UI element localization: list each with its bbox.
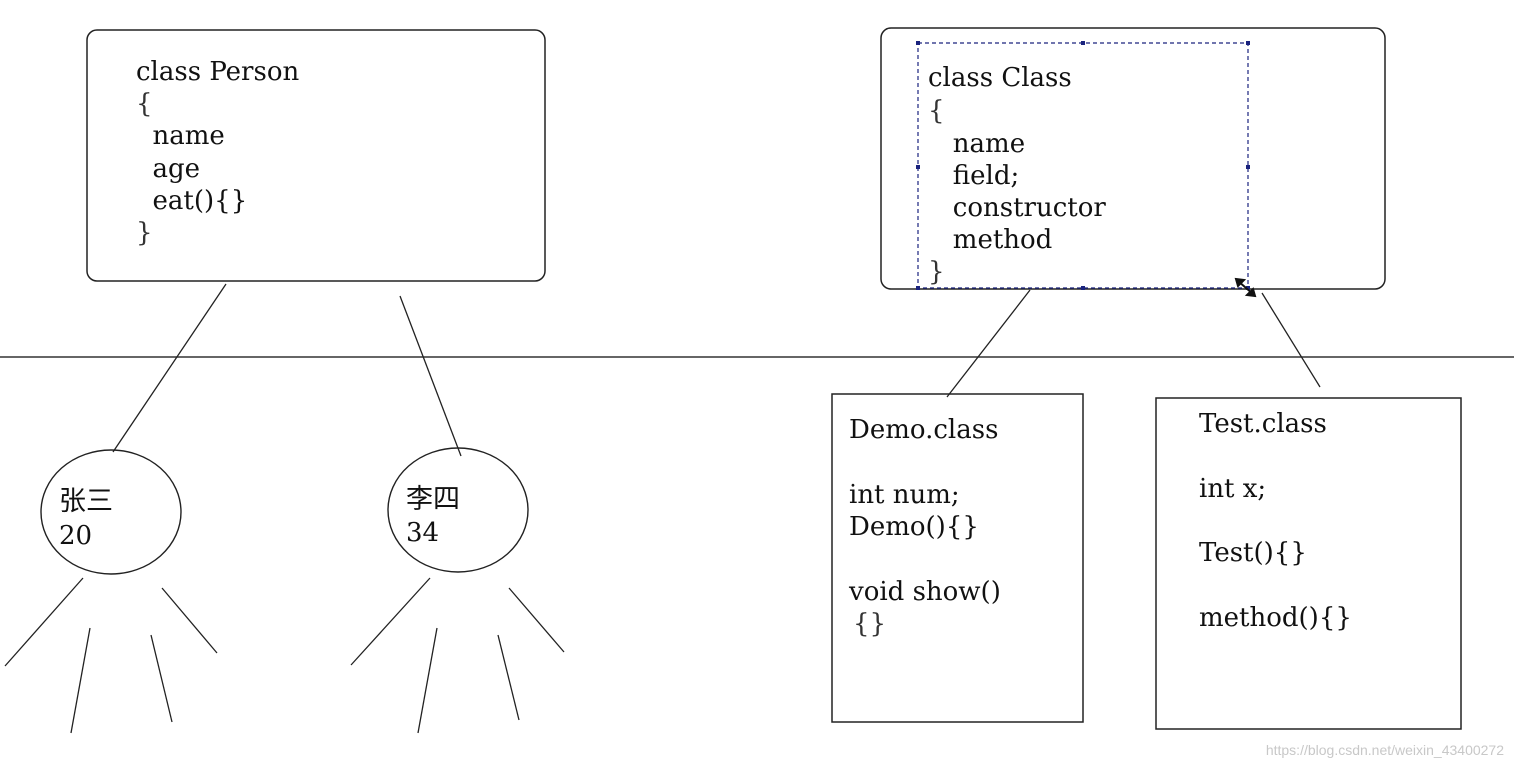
watermark-text: https://blog.csdn.net/weixin_43400272: [1265, 742, 1504, 758]
demo-field-num: int num;: [849, 480, 960, 510]
object-lisi-name: 李四: [406, 484, 460, 515]
selection-handles[interactable]: [916, 41, 1250, 290]
test-constructor: Test(){}: [1199, 538, 1307, 568]
demo-class-title: Demo.class: [849, 415, 999, 445]
connector-class-test: [1261, 292, 1321, 388]
object-zhangsan-ellipse: [40, 449, 182, 575]
class-open-brace: {: [928, 96, 945, 126]
class-member-name: name: [928, 129, 1026, 159]
zhangsan-branch-lines: [4, 577, 218, 734]
object-lisi-ellipse: [387, 447, 529, 573]
class-class-title: class Class: [928, 63, 1072, 93]
object-zhangsan-age: 20: [59, 521, 93, 551]
resize-cursor-icon: [1234, 277, 1257, 298]
object-zhangsan-name: 张三: [59, 486, 113, 517]
connector-person-zhangsan: [112, 283, 227, 453]
demo-method-show: void show(): [849, 577, 1001, 607]
person-field-age: age: [136, 154, 201, 184]
connector-class-demo: [946, 289, 1031, 398]
test-class-box: [1155, 397, 1462, 730]
test-method: method(){}: [1199, 603, 1352, 633]
demo-class-box: [831, 393, 1084, 723]
person-field-name: name: [136, 121, 225, 151]
demo-method-body: {}: [853, 609, 887, 639]
connector-person-lisi: [399, 295, 462, 457]
person-class-title: class Person: [136, 57, 300, 87]
object-lisi-age: 34: [406, 518, 440, 548]
person-open-brace: {: [136, 89, 153, 119]
person-close-brace: }: [136, 218, 153, 248]
class-member-method: method: [928, 225, 1053, 255]
class-close-brace: }: [928, 257, 945, 287]
class-class-box: [880, 27, 1386, 290]
test-class-title: Test.class: [1199, 409, 1327, 439]
person-class-box: [86, 29, 546, 282]
demo-constructor: Demo(){}: [849, 512, 979, 542]
test-field-x: int x;: [1199, 474, 1267, 504]
class-member-field: field;: [928, 161, 1020, 191]
lisi-branch-lines: [350, 577, 565, 734]
person-method-eat: eat(){}: [136, 186, 248, 216]
class-member-constructor: constructor: [928, 193, 1106, 223]
